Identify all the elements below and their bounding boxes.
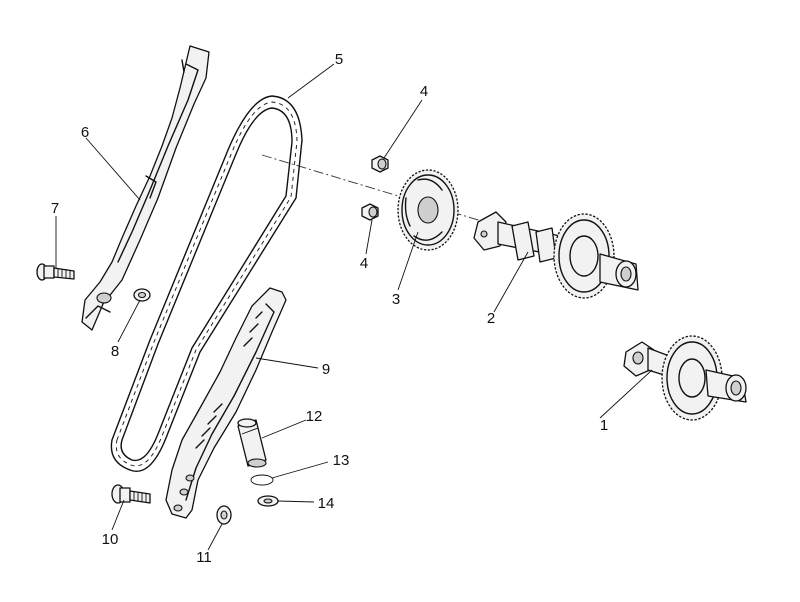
- part-oring-13: [250, 474, 274, 486]
- callout-8: 8: [111, 343, 119, 360]
- leader-line-5: [287, 63, 335, 99]
- part-chain-guide: [81, 45, 210, 331]
- leader-line-1: [599, 369, 653, 419]
- leader-line-6: [85, 137, 141, 201]
- callout-14: 14: [318, 495, 335, 512]
- leader-line-3: [397, 231, 419, 291]
- callout-2: 2: [487, 310, 495, 327]
- part-sprocket-bolt-lower: [361, 203, 379, 221]
- leader-line-12: [261, 419, 307, 439]
- leader-line-13: [271, 461, 329, 479]
- leader-line-2: [493, 251, 529, 313]
- leader-line-9: [255, 357, 319, 369]
- part-cam-sprocket: [397, 169, 459, 251]
- part-camshaft-intake: [623, 335, 747, 421]
- leader-line-4-upper: [383, 99, 423, 159]
- leader-line-10: [111, 499, 125, 531]
- part-tensioner-pad: [165, 287, 287, 519]
- leader-line-8: [117, 299, 141, 343]
- leader-line-14: [277, 500, 315, 503]
- part-washer-14: [257, 495, 279, 507]
- callout-1: 1: [600, 417, 608, 434]
- part-tensioner-plunger: [237, 418, 267, 468]
- callout-7: 7: [51, 200, 59, 217]
- callout-13: 13: [333, 452, 350, 469]
- part-washer-11: [216, 505, 232, 525]
- callout-4-upper: 4: [420, 83, 428, 100]
- part-washer-8: [133, 288, 151, 302]
- callout-5: 5: [335, 51, 343, 68]
- part-timing-chain: [110, 95, 303, 472]
- part-camshaft-exhaust: [473, 211, 639, 299]
- part-bolt-10: [111, 484, 151, 504]
- part-bolt-7: [36, 263, 75, 281]
- callout-4-lower: 4: [360, 255, 368, 272]
- leader-line-4-lower: [365, 219, 373, 255]
- callout-3: 3: [392, 291, 400, 308]
- callout-9: 9: [322, 361, 330, 378]
- callout-10: 10: [102, 531, 119, 548]
- part-sprocket-bolt-upper: [371, 155, 389, 173]
- callout-6: 6: [81, 124, 89, 141]
- leader-line-11: [207, 523, 223, 551]
- callout-11: 11: [196, 549, 212, 566]
- callout-12: 12: [306, 408, 323, 425]
